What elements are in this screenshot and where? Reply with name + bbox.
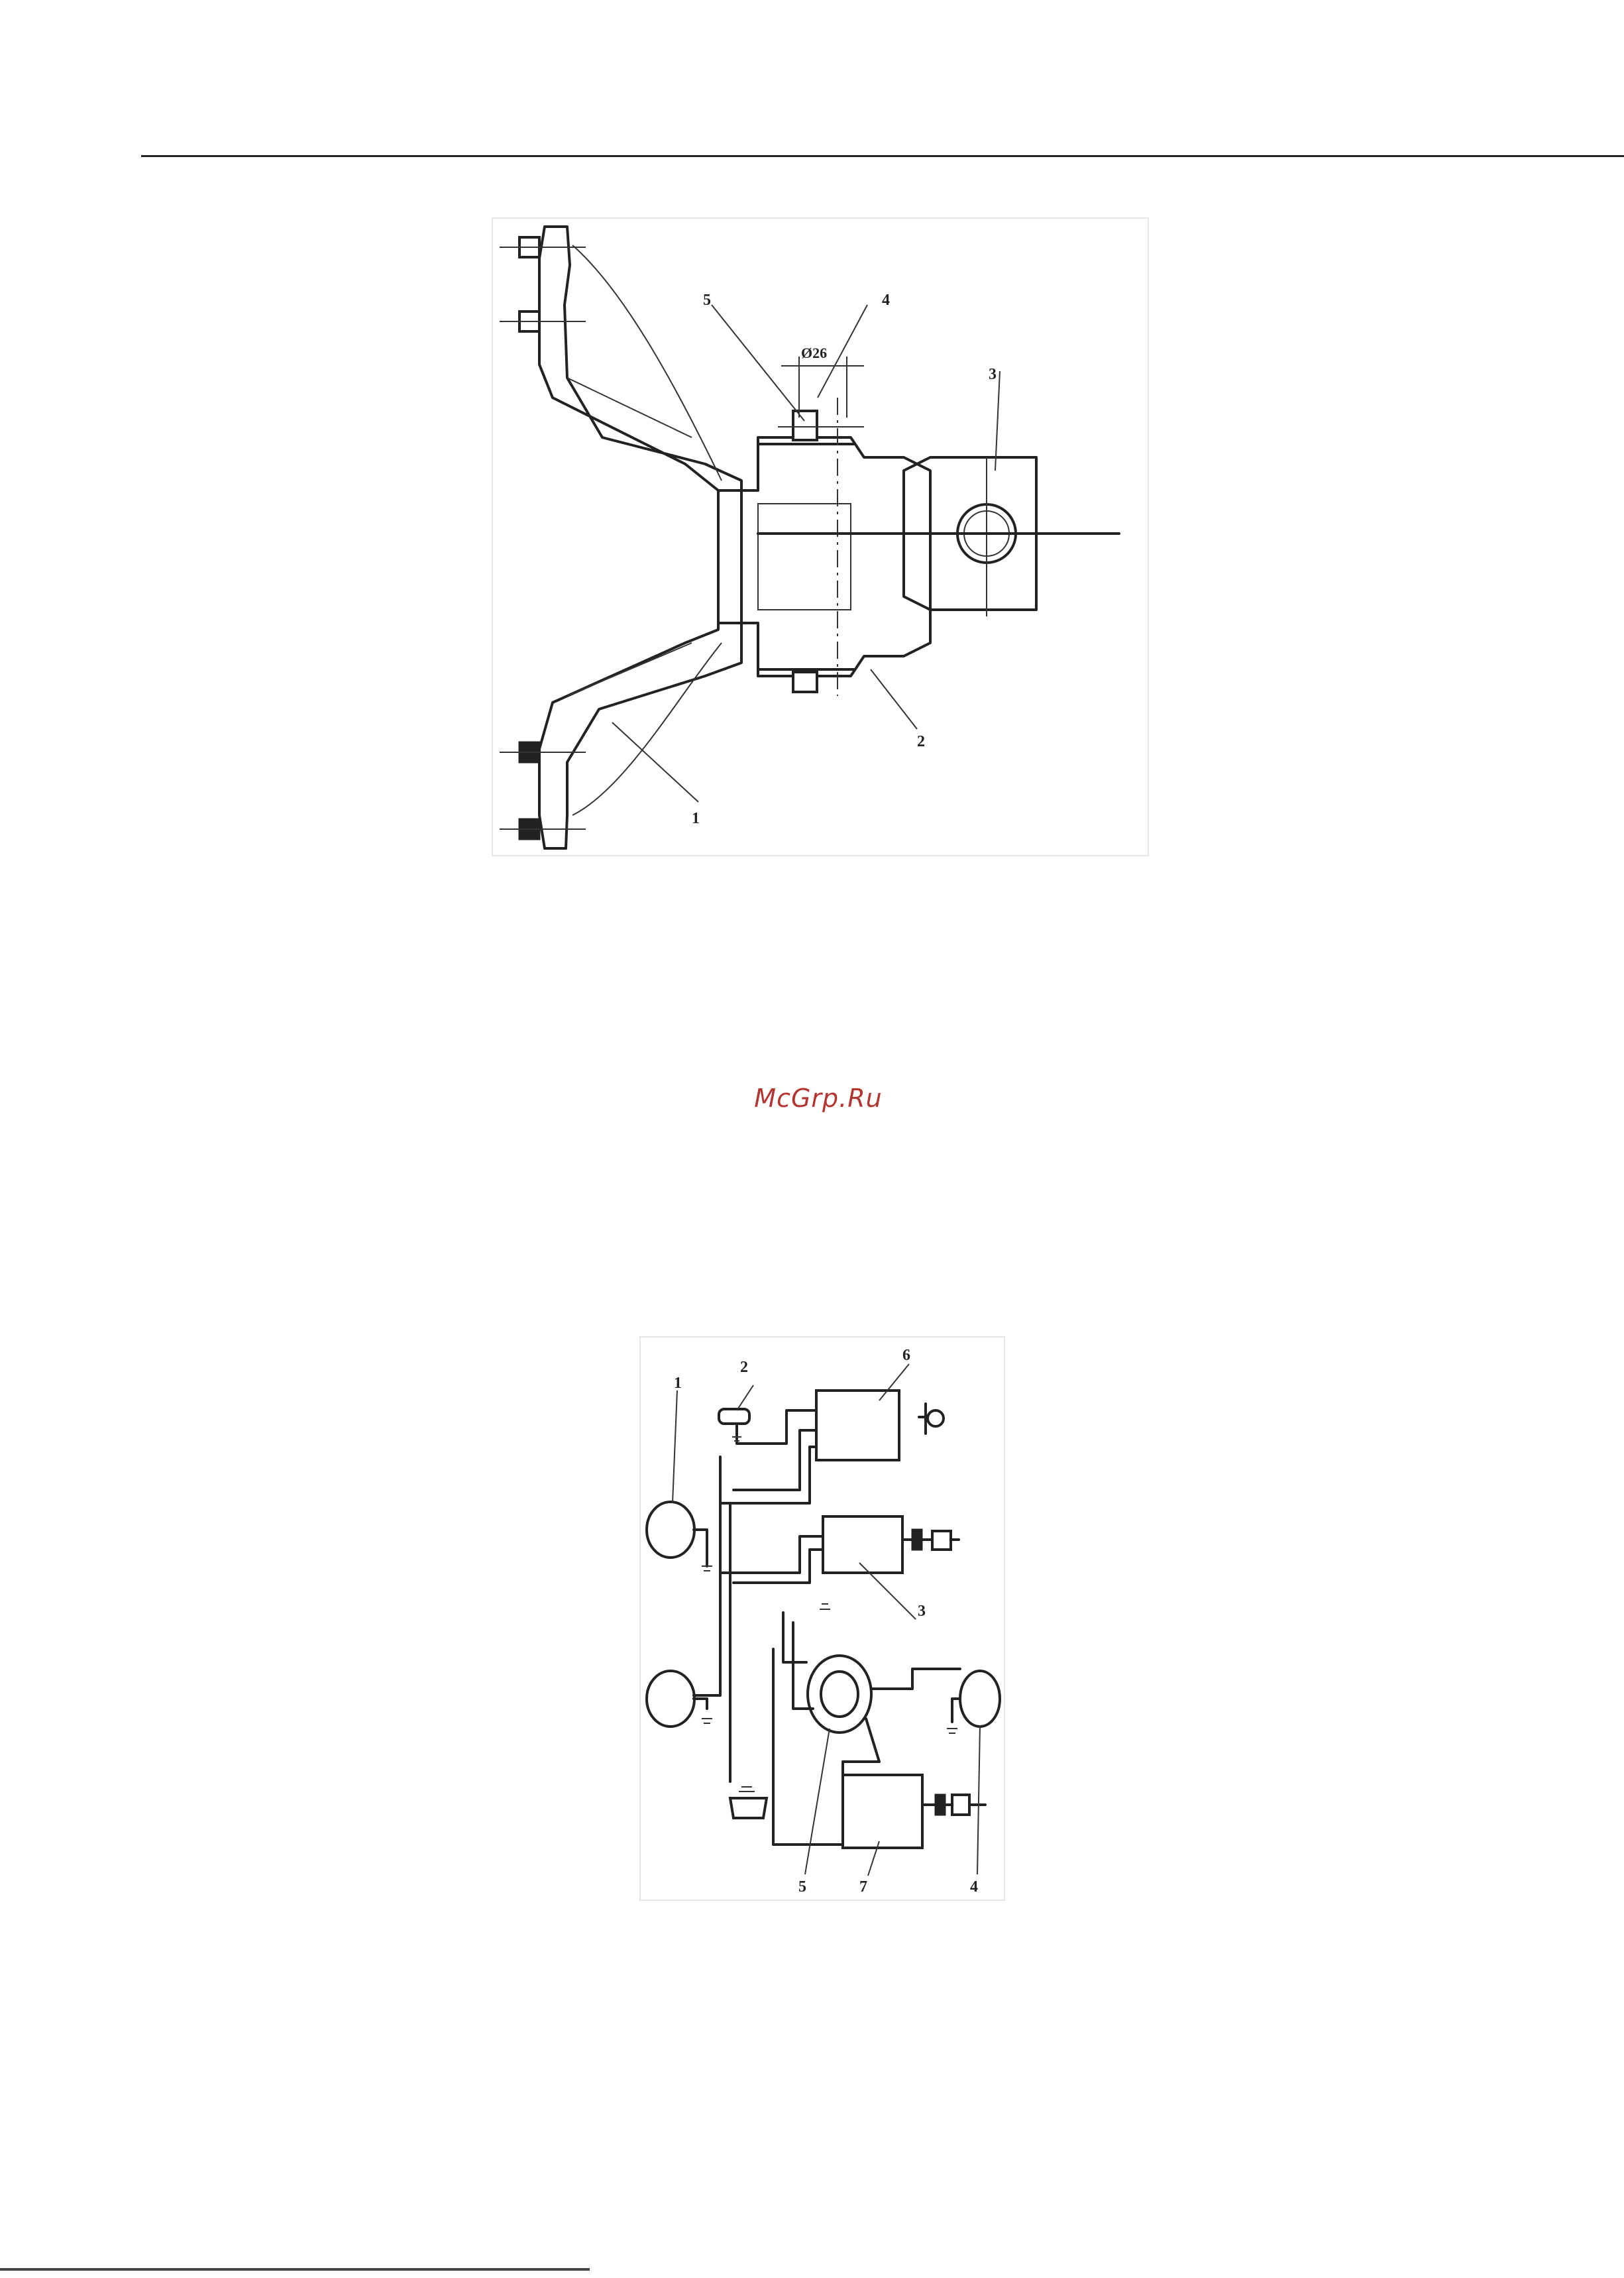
callout-6: 6: [902, 1347, 910, 1364]
callout-2: 2: [740, 1359, 748, 1376]
bracket-drawing: Ø26 1 2 3 4 5: [492, 217, 1149, 856]
callout-3: 3: [989, 366, 997, 383]
dimension-label: Ø26: [801, 345, 827, 361]
watermark-link[interactable]: McGrp.Ru: [663, 1084, 974, 1113]
callout-2: 2: [917, 733, 925, 750]
callout-1: 1: [692, 810, 700, 827]
footer-rule: [0, 2268, 590, 2271]
callout-1: 1: [674, 1375, 682, 1392]
callout-5: 5: [703, 292, 711, 309]
wiring-diagram: 1 2 3 4 5 6 7: [639, 1336, 1005, 1901]
callout-5: 5: [798, 1878, 806, 1896]
callout-4: 4: [882, 292, 890, 309]
header-rule: [141, 155, 1624, 157]
callout-3: 3: [918, 1603, 926, 1620]
callout-7: 7: [859, 1878, 867, 1896]
callout-4: 4: [970, 1878, 978, 1896]
